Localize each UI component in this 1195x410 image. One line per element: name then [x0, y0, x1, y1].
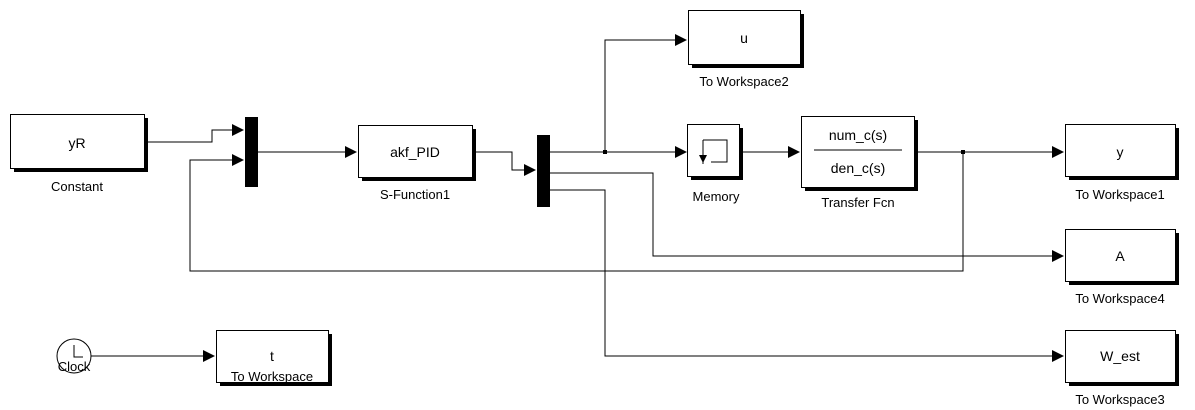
- to-workspace2-block[interactable]: u: [688, 10, 805, 69]
- to-workspace2-value: u: [740, 30, 748, 46]
- wire-feedback: [189, 152, 964, 272]
- clock-block[interactable]: [56, 338, 92, 374]
- arrow-mux1-in1: [232, 124, 244, 136]
- arrow-u-in: [675, 34, 687, 46]
- wire-mux2-A: [550, 172, 1052, 257]
- to-workspace1-block[interactable]: y: [1065, 124, 1180, 181]
- sfunction-label: S-Function1: [380, 187, 450, 202]
- memory-label: Memory: [693, 189, 740, 204]
- to-workspace-block[interactable]: t: [216, 330, 333, 387]
- to-workspace4-label: To Workspace4: [1075, 291, 1164, 306]
- sfunction-value: akf_PID: [390, 144, 440, 160]
- to-workspace-value: t: [270, 348, 274, 364]
- wire-branch-u: [604, 39, 675, 152]
- mux-1[interactable]: [245, 117, 258, 187]
- branch-point-y: [961, 150, 965, 154]
- to-workspace-label: To Workspace: [231, 369, 313, 384]
- arrow-mux2-in: [524, 164, 536, 176]
- to-workspace4-block[interactable]: A: [1065, 229, 1180, 286]
- clock-label: Clock: [58, 359, 91, 374]
- sfunction-block[interactable]: akf_PID: [358, 125, 477, 182]
- mux-2[interactable]: [537, 135, 550, 207]
- constant-label: Constant: [51, 179, 103, 194]
- to-workspace2-label: To Workspace2: [699, 74, 788, 89]
- arrow-A-in: [1052, 250, 1064, 262]
- to-workspace1-value: y: [1117, 144, 1124, 160]
- wire-sfunction-mux2: [474, 151, 524, 171]
- arrow-sfunction-in: [345, 146, 357, 158]
- arrow-t-in: [203, 350, 215, 362]
- to-workspace4-value: A: [1115, 248, 1125, 264]
- transfer-numerator: num_c(s): [829, 127, 887, 143]
- to-workspace3-label: To Workspace3: [1075, 392, 1164, 407]
- constant-block[interactable]: yR: [10, 114, 149, 173]
- wire-mux2-west: [550, 189, 1052, 357]
- branch-point-u: [603, 150, 607, 154]
- arrow-memory-in: [675, 146, 687, 158]
- arrow-transfer-in: [788, 146, 800, 158]
- wire-constant-mux1: [147, 129, 232, 143]
- transfer-fcn-label: Transfer Fcn: [821, 195, 894, 210]
- to-workspace3-value: W_est: [1100, 348, 1140, 364]
- transfer-denominator: den_c(s): [831, 160, 885, 176]
- arrow-west-in: [1052, 350, 1064, 362]
- constant-value: yR: [68, 135, 85, 151]
- arrow-y-in: [1052, 146, 1064, 158]
- to-workspace3-block[interactable]: W_est: [1065, 330, 1180, 387]
- to-workspace1-label: To Workspace1: [1075, 187, 1164, 202]
- transfer-fcn-block[interactable]: num_c(s) den_c(s): [801, 116, 919, 192]
- arrow-mux1-in2: [232, 154, 244, 166]
- memory-block[interactable]: [687, 124, 744, 181]
